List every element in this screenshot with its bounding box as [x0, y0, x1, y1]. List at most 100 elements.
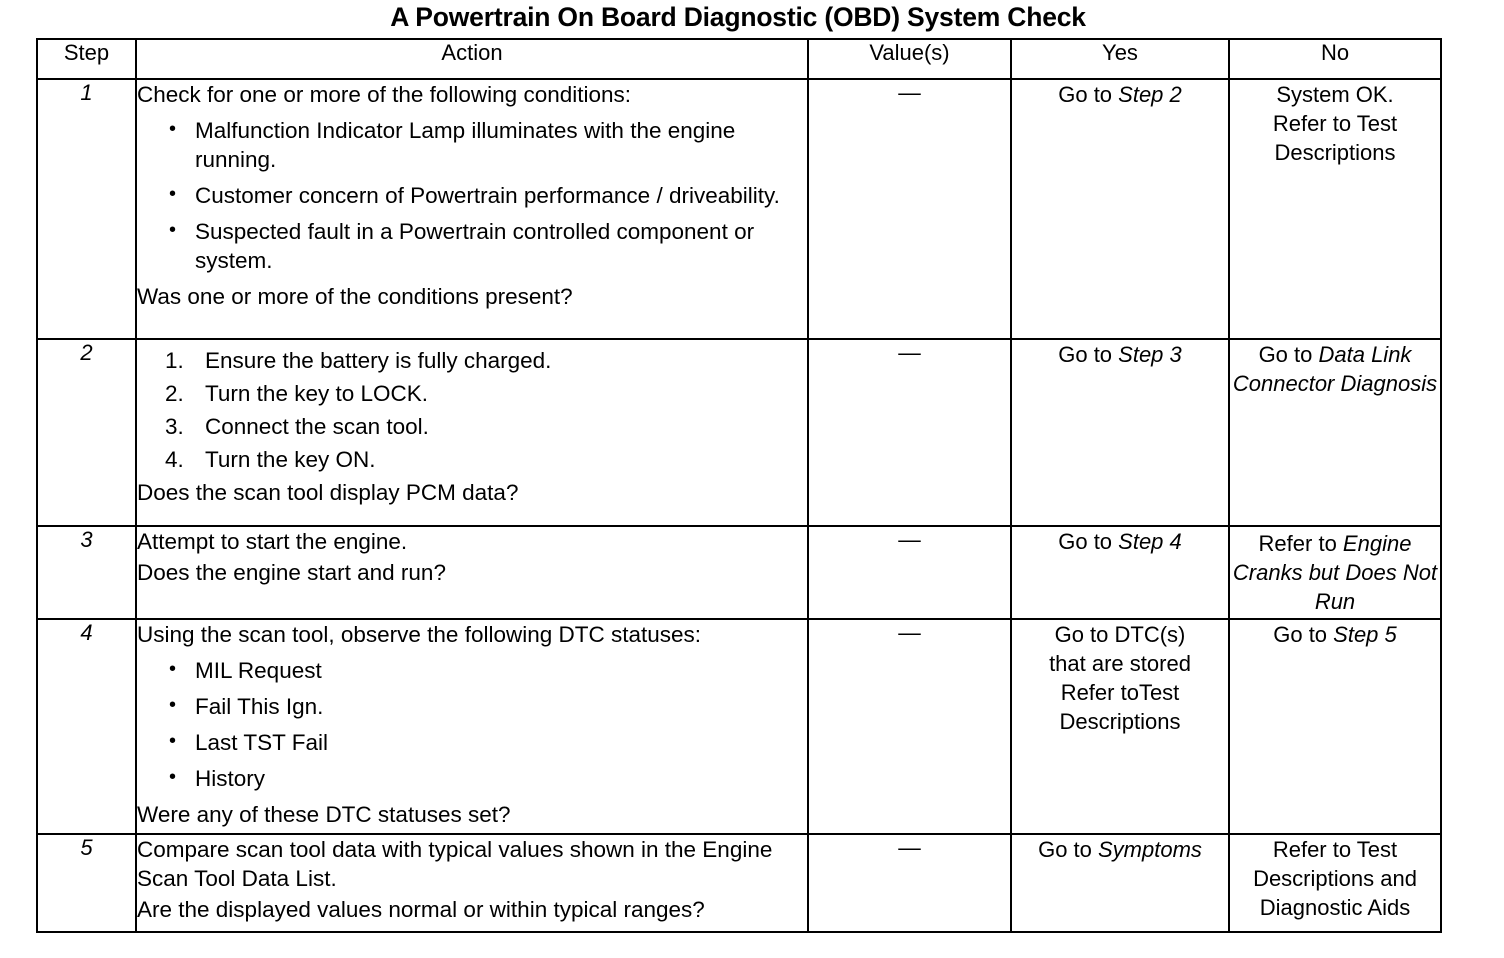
column-header-action: Action: [135, 38, 809, 80]
list-item: •Last TST Fail: [167, 728, 807, 757]
no-target: Data Link Connector Diagnosis: [1232, 342, 1438, 396]
no-line: Diagnostic Aids: [1259, 895, 1411, 920]
list-item-label: Turn the key to LOCK.: [205, 381, 429, 406]
action-cell: Using the scan tool, observe the followi…: [135, 618, 809, 835]
no-line: Refer to Test: [1272, 837, 1398, 862]
list-item: 3. Connect the scan tool.: [165, 412, 807, 441]
action-cell: 1. Ensure the battery is fully charged. 2…: [135, 338, 809, 527]
no-branch-cell: Refer to Test Descriptions and Diagnosti…: [1228, 833, 1442, 933]
list-item: • Fail This Ign.: [167, 692, 807, 721]
table-row: 3 Attempt to start the engine. Does the …: [36, 525, 1442, 620]
list-item-number: 4.: [165, 447, 184, 472]
list-item-label: Customer concern of Powertrain performan…: [195, 183, 780, 208]
table-row: 4 Using the scan tool, observe the follo…: [36, 618, 1442, 835]
action-cell: Check for one or more of the following c…: [135, 78, 809, 340]
yes-line: that are stored: [1049, 651, 1191, 676]
yes-line: Descriptions: [1059, 709, 1181, 734]
yes-target: Step 2: [1118, 82, 1182, 107]
column-header-values: Value(s): [807, 38, 1012, 80]
bullet-icon: •: [169, 219, 177, 241]
value-cell: —: [807, 833, 1012, 933]
value-cell: —: [807, 525, 1012, 620]
no-prefix: Go to: [1258, 342, 1319, 367]
yes-target: Step 4: [1118, 529, 1182, 554]
list-item-label: Last TST Fail: [195, 730, 328, 755]
action-lead-text: Using the scan tool, observe the followi…: [137, 622, 702, 647]
list-item-label: Suspected fault in a Powertrain controll…: [195, 219, 755, 273]
action-lead-text: Check for one or more of the following c…: [137, 82, 632, 107]
no-line: Descriptions: [1274, 140, 1396, 165]
step-number: 4: [36, 618, 137, 835]
action-bullet-list: •MIL Request •Fail This Ign. •Last TST F…: [137, 656, 807, 793]
list-item-label: Ensure the battery is fully charged.: [205, 348, 552, 373]
yes-branch-cell: Go to Step 2: [1010, 78, 1230, 340]
obd-system-check-table: Step Action Value(s) Yes No 1 Check for …: [36, 38, 1442, 933]
table-row: 5 Compare scan tool data with typical va…: [36, 833, 1442, 933]
step-number: 2: [36, 338, 137, 527]
list-item-label: Fail This Ign.: [195, 694, 324, 719]
yes-prefix: Go to: [1058, 342, 1119, 367]
table-row: 1 Check for one or more of the following…: [36, 78, 1442, 340]
page-title: A Powertrain On Board Diagnostic (OBD) S…: [390, 2, 1086, 32]
value-cell: —: [807, 78, 1012, 340]
no-line: Descriptions and: [1253, 866, 1417, 891]
yes-branch-cell: Go to DTC(s) that are stored Refer toTes…: [1010, 618, 1230, 835]
no-prefix: Go to: [1273, 622, 1334, 647]
no-branch-cell: Refer to Engine Cranks but Does Not Run: [1228, 525, 1442, 620]
yes-line: Refer toTest: [1060, 680, 1180, 705]
yes-branch-cell: Go to Symptoms: [1010, 833, 1230, 933]
list-item-number: 1.: [165, 348, 184, 373]
no-prefix: Refer to: [1258, 531, 1343, 556]
list-item-number: 2.: [165, 381, 184, 406]
yes-branch-cell: Go to Step 3: [1010, 338, 1230, 527]
list-item: • History: [167, 764, 807, 793]
list-item: 2. Turn the key to LOCK.: [165, 379, 807, 408]
bullet-icon: •: [169, 183, 177, 205]
list-item: • Malfunction Indicator Lamp illuminates …: [167, 116, 807, 174]
value-cell: —: [807, 618, 1012, 835]
yes-prefix: Go to: [1058, 529, 1119, 554]
bullet-icon: •: [169, 694, 177, 716]
list-item: 1. Ensure the battery is fully charged.: [165, 346, 807, 375]
step-number: 5: [36, 833, 137, 933]
list-item-label: History: [195, 766, 266, 791]
value-cell: —: [807, 338, 1012, 527]
no-target: Step 5: [1333, 622, 1397, 647]
no-line: System OK.: [1276, 82, 1394, 107]
yes-prefix: Go to: [1058, 82, 1119, 107]
column-header-yes: Yes: [1010, 38, 1230, 80]
no-line: Refer to Test: [1272, 111, 1398, 136]
yes-line: Go to DTC(s): [1054, 622, 1186, 647]
action-question-text: Does the scan tool display PCM data?: [137, 480, 519, 505]
yes-branch-cell: Go to Step 4: [1010, 525, 1230, 620]
action-question-text: Was one or more of the conditions presen…: [137, 284, 573, 309]
bullet-icon: •: [169, 118, 177, 140]
bullet-icon: •: [169, 766, 177, 788]
list-item: • Customer concern of Powertrain performa…: [167, 181, 807, 210]
table-header-row: Step Action Value(s) Yes No: [36, 38, 1442, 80]
list-item-label: Malfunction Indicator Lamp illuminates w…: [195, 118, 736, 172]
list-item-label: MIL Request: [195, 658, 322, 683]
action-question-text: Were any of these DTC statuses set?: [137, 802, 511, 827]
action-cell: Compare scan tool data with typical valu…: [135, 833, 809, 933]
yes-target: Symptoms: [1098, 837, 1202, 862]
list-item-label: Turn the key ON.: [205, 447, 376, 472]
action-lead-text: Attempt to start the engine.: [137, 529, 408, 554]
action-numbered-list: 1. Ensure the battery is fully charged. 2…: [137, 346, 807, 474]
list-item-number: 3.: [165, 414, 184, 439]
list-item: • Suspected fault in a Powertrain control…: [167, 217, 807, 275]
yes-prefix: Go to: [1038, 837, 1098, 862]
action-question-text: Does the engine start and run?: [137, 560, 446, 585]
yes-target: Step 3: [1118, 342, 1182, 367]
list-item-label: Connect the scan tool.: [205, 414, 429, 439]
action-lead-text: Compare scan tool data with typical valu…: [137, 837, 773, 891]
no-branch-cell: System OK. Refer to Test Descriptions: [1228, 78, 1442, 340]
action-question-text: Are the displayed values normal or withi…: [137, 897, 705, 922]
list-item: •MIL Request: [167, 656, 807, 685]
action-cell: Attempt to start the engine. Does the en…: [135, 525, 809, 620]
no-target: Engine Cranks but Does Not Run: [1232, 531, 1438, 614]
step-number: 3: [36, 525, 137, 620]
column-header-no: No: [1228, 38, 1442, 80]
table-row: 2 1. Ensure the battery is fully charged.…: [36, 338, 1442, 527]
